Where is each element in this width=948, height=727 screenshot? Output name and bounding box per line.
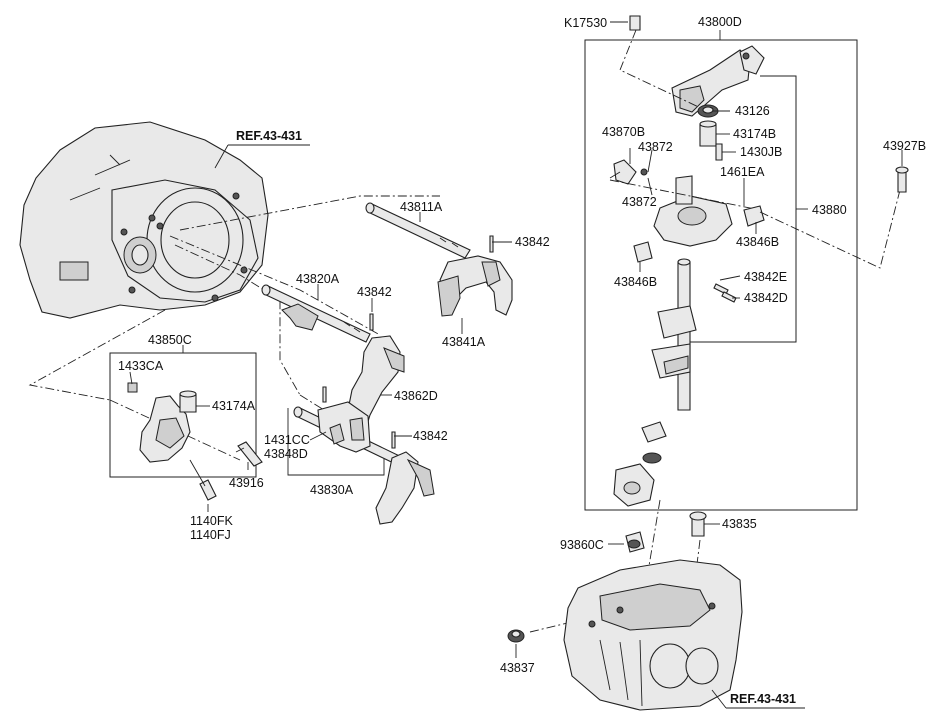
bolt-43916 xyxy=(235,441,263,467)
label-43842-b: 43842 xyxy=(357,285,392,299)
shift-rail-43811a xyxy=(365,202,471,259)
spring-pin-43842-c xyxy=(391,431,396,449)
label-43842d: 43842D xyxy=(744,291,788,305)
label-43848d: 43848D xyxy=(264,447,308,461)
plug-43837 xyxy=(507,629,525,643)
label-43841a: 43841A xyxy=(442,335,486,349)
washer-43126 xyxy=(697,104,719,118)
bolt-1430jb xyxy=(715,143,723,161)
label-43820a: 43820A xyxy=(296,272,340,286)
detent-43846b-b xyxy=(633,241,653,263)
ref-top-callout: REF.43-431 xyxy=(214,129,310,169)
select-lever-43800d xyxy=(671,45,765,117)
label-43870b: 43870B xyxy=(602,125,645,139)
label-43174b: 43174B xyxy=(733,127,776,141)
label-1140fk: 1140FK xyxy=(190,514,234,528)
ref-bottom-label: REF.43-431 xyxy=(730,692,796,706)
shift-shaft xyxy=(651,258,697,411)
left-transmission-housing xyxy=(19,121,269,319)
label-43927b: 43927B xyxy=(883,139,926,153)
label-43872-a: 43872 xyxy=(638,140,673,154)
shift-lever-bracket-43850c xyxy=(109,345,257,478)
label-43842e: 43842E xyxy=(744,270,787,284)
bushing-43174b xyxy=(699,120,717,147)
control-assembly-box-43800d xyxy=(584,30,858,511)
lower-parts-43800d xyxy=(613,421,667,507)
label-43872-b: 43872 xyxy=(622,195,657,209)
shift-fork-43830-lower xyxy=(375,451,435,525)
label-43862d: 43862D xyxy=(394,389,438,403)
part-labels: K17530 43800D 43126 43870B 43174B 43872 … xyxy=(118,15,926,675)
label-43846b-b: 43846B xyxy=(614,275,657,289)
lever-43870b xyxy=(609,159,648,185)
switch-93860c xyxy=(625,531,645,553)
label-43850c: 43850C xyxy=(148,333,192,347)
label-43174a: 43174A xyxy=(212,399,256,413)
bolt-43927b xyxy=(895,166,909,193)
shift-rail-43830a xyxy=(293,386,413,471)
ref-bottom-callout: REF.43-431 xyxy=(711,689,805,709)
pins-43842e-d xyxy=(713,283,737,303)
spring-pin-43842-a xyxy=(489,235,494,253)
right-transmission-housing xyxy=(563,559,743,711)
plug-43835 xyxy=(689,511,707,537)
bolt-1140fk xyxy=(189,459,217,501)
label-93860c: 93860C xyxy=(560,538,604,552)
label-43916: 43916 xyxy=(229,476,264,490)
label-43830a: 43830A xyxy=(310,483,354,497)
shift-fork-43841a xyxy=(437,255,513,317)
detent-43846b-a xyxy=(743,205,765,227)
label-43835: 43835 xyxy=(722,517,757,531)
leader-lines xyxy=(129,21,903,658)
label-43846b-a: 43846B xyxy=(736,235,779,249)
shift-rail-43820a xyxy=(261,284,371,343)
label-43811a: 43811A xyxy=(400,200,443,214)
label-43880: 43880 xyxy=(812,203,847,217)
bracket-43830a xyxy=(287,408,385,476)
label-k17530: K17530 xyxy=(564,16,607,30)
ref-top-label: REF.43-431 xyxy=(236,129,302,143)
label-1431cc: 1431CC xyxy=(264,433,310,447)
label-1433ca: 1433CA xyxy=(118,359,164,373)
label-43842-c: 43842 xyxy=(413,429,448,443)
label-43837: 43837 xyxy=(500,661,535,675)
shift-shaft-housing-43880 xyxy=(609,175,761,247)
label-43842-a: 43842 xyxy=(515,235,550,249)
spring-pin-43842-b xyxy=(369,313,374,331)
label-1140fj: 1140FJ xyxy=(190,528,231,542)
label-43126: 43126 xyxy=(735,104,770,118)
pin-k17530 xyxy=(619,15,706,111)
label-1461ea: 1461EA xyxy=(720,165,765,179)
label-43800d: 43800D xyxy=(698,15,742,29)
label-1430jb: 1430JB xyxy=(740,145,782,159)
